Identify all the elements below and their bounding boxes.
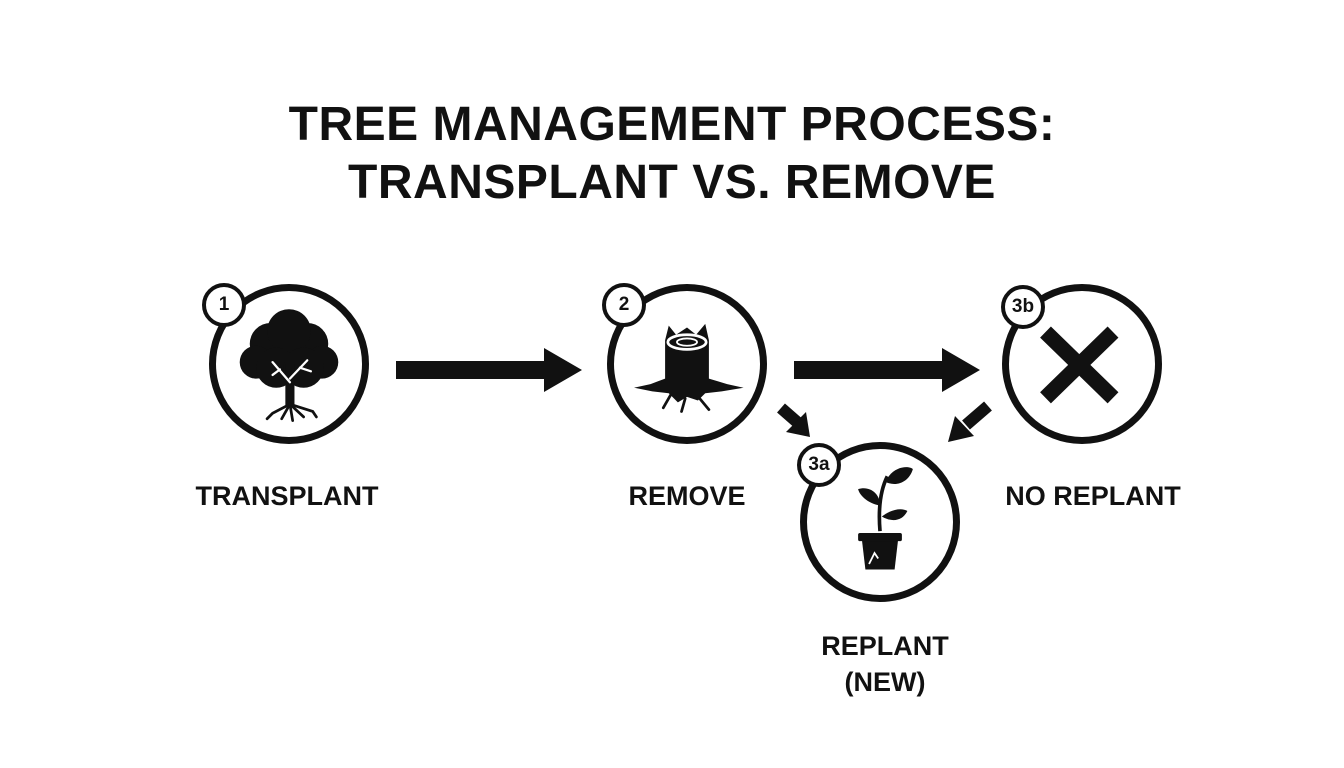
label-transplant: TRANSPLANT — [195, 481, 379, 511]
arrow-remove-to-no-replant — [794, 348, 980, 392]
title-line-1: TREE MANAGEMENT PROCESS: — [288, 98, 1056, 151]
label-replant: REPLANT (NEW) — [780, 628, 990, 700]
tree-with-roots-icon — [239, 309, 339, 422]
tree-stump-icon — [634, 323, 744, 413]
node-transplant: 1 — [202, 283, 369, 444]
step-badge-3b: 3b — [1001, 285, 1045, 329]
diagram-title: TREE MANAGEMENT PROCESS: TRANSPLANT VS. … — [0, 96, 1344, 212]
label-remove: REMOVE — [628, 481, 746, 511]
step-badge-2: 2 — [602, 283, 646, 327]
potted-seedling-icon — [858, 467, 913, 570]
step-badge-1: 1 — [202, 283, 246, 327]
label-replant-line-1: REPLANT — [821, 631, 949, 661]
label-replant-line-2: (NEW) — [844, 667, 926, 697]
arrow-remove-to-replant — [777, 403, 810, 437]
node-replant: 3a — [797, 442, 960, 602]
node-remove: 2 — [602, 283, 767, 444]
label-no-replant: NO REPLANT — [1005, 481, 1181, 511]
node-no-replant: 3b — [1001, 284, 1162, 444]
arrow-no-replant-to-replant — [948, 401, 992, 442]
arrow-transplant-to-remove — [396, 348, 582, 392]
step-badge-3a: 3a — [797, 443, 841, 487]
title-line-2: TRANSPLANT VS. REMOVE — [348, 156, 996, 209]
x-mark-icon — [1040, 326, 1119, 404]
